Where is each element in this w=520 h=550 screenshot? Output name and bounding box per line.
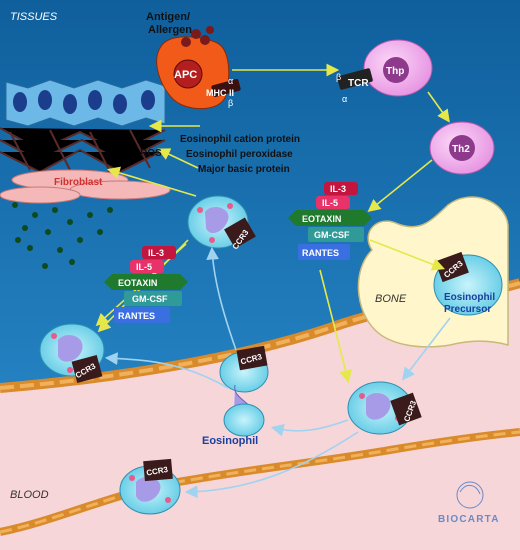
eosinophil-precursor-cell [433,251,503,316]
fibroblast-label: Fibroblast [54,177,103,188]
mhc-label: MHC II [206,88,234,98]
eosinophil-tissue-left [39,323,105,383]
cytokine-stack-right [288,182,372,260]
antigen-label-line1: Antigen/ [146,11,190,23]
logo-text: BIOCARTA [438,514,500,525]
blue-arrows [104,246,451,499]
eosinophil-blood-bottom [119,458,181,515]
precursor-label-line1: Eosinophil [444,292,495,303]
epithelium [5,79,166,127]
tcr-beta-label: β [336,72,341,82]
eosinophil-tissue-top [187,195,256,249]
tcr-alpha-label: α [342,94,347,104]
granule-protein-3: Major basic protein [198,164,290,175]
thp-label: Thp [386,66,404,77]
eosinophil-extravasating [219,345,269,437]
thp-cell [337,39,433,97]
eosinophil-label: Eosinophil [202,435,258,447]
collagen-fibres [0,127,166,174]
biocarta-logo: BIOCARTA [438,481,500,525]
il5-right: IL-5 [322,198,338,208]
ccr3-label-bottom: CCR3 [146,465,170,478]
ros-label: ROS [140,148,162,159]
mhc-beta-label: β [228,98,233,108]
il5-left: IL-5 [136,262,152,272]
il3-right: IL-3 [330,184,346,194]
precursor-label-line2: Precursor [444,304,491,315]
rantes-left: RANTES [118,311,155,321]
rantes-right: RANTES [302,248,339,258]
il3-left: IL-3 [148,248,164,258]
tissues-label: TISSUES [10,11,58,23]
gmcsf-left: GM-CSF [132,294,168,304]
apc-cell [156,26,241,110]
gmcsf-right: GM-CSF [314,230,350,240]
eotaxin-right: EOTAXIN [302,214,341,224]
tcr-label: TCR [348,78,369,89]
mhc-alpha-label: α [228,76,233,86]
vessel-wall-bottom-cells [0,430,520,534]
granule-protein-2: Eosinophil peroxidase [186,149,293,160]
apc-label: APC [174,69,197,81]
blood-label: BLOOD [10,489,49,501]
th2-cell [429,121,495,175]
cytokine-stack-left [104,246,188,323]
fibroblast-cells [0,169,171,204]
bone-label: BONE [375,293,407,305]
th2-label: Th2 [452,144,470,155]
granule-dots [12,202,113,269]
eotaxin-left: EOTAXIN [118,278,157,288]
granule-protein-1: Eosinophil cation protein [180,134,300,145]
antigen-label-line2: Allergen [148,24,192,36]
eosinophil-blood-center [347,381,422,435]
